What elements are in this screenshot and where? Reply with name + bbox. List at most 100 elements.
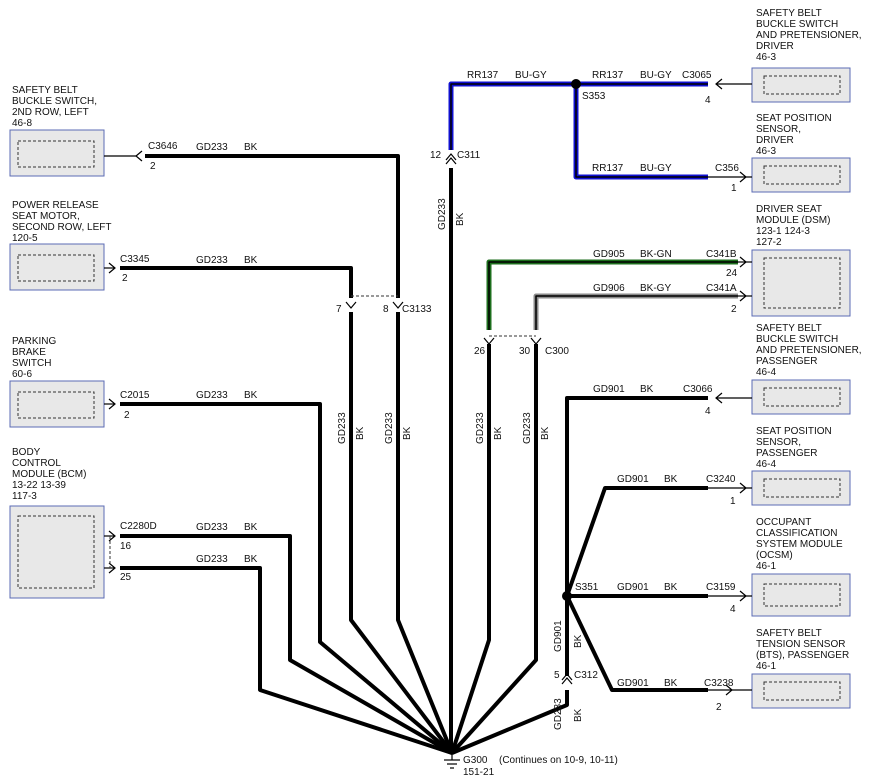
svg-text:GD233: GD233 — [475, 412, 486, 444]
connector-c3240[interactable]: C3240 1 — [706, 474, 752, 507]
svg-text:PASSENGER: PASSENGER — [756, 448, 818, 459]
label-seat-position-sensor-driver: SEAT POSITION SENSOR, DRIVER 46-3 — [756, 113, 832, 157]
connector-c356[interactable]: C356 1 — [708, 163, 752, 194]
connector-c3065-name: C3065 — [682, 70, 712, 81]
box-ocsm — [751, 573, 851, 617]
svg-text:BK: BK — [493, 426, 504, 440]
connector-c356-name: C356 — [715, 163, 739, 174]
svg-text:BK: BK — [244, 554, 258, 565]
box-seat-position-sensor-passenger — [751, 470, 851, 506]
svg-text:BK: BK — [244, 522, 258, 533]
svg-text:GD233: GD233 — [196, 554, 228, 565]
svg-text:SYSTEM MODULE: SYSTEM MODULE — [756, 539, 843, 550]
svg-text:SAFETY BELT: SAFETY BELT — [756, 323, 822, 334]
connector-c311-name: C311 — [457, 150, 481, 161]
svg-text:RR137: RR137 — [592, 70, 624, 81]
svg-text:BK: BK — [664, 474, 678, 485]
svg-text:PASSENGER: PASSENGER — [756, 356, 818, 367]
svg-text:GD901: GD901 — [553, 620, 564, 652]
wire-rr137 — [448, 81, 708, 180]
connector-c3159-name: C3159 — [706, 582, 736, 593]
connector-c3238-pin: 2 — [716, 702, 722, 713]
connector-c311-pin: 12 — [430, 150, 442, 161]
connector-c3159[interactable]: C3159 4 — [706, 582, 752, 615]
svg-text:RR137: RR137 — [467, 70, 499, 81]
svg-text:46-4: 46-4 — [756, 367, 776, 378]
connector-c311[interactable]: C311 12 — [430, 150, 481, 165]
box-sbbs-passenger — [751, 379, 851, 415]
connector-c2280d-name: C2280D — [120, 521, 157, 532]
svg-text:BRAKE: BRAKE — [12, 347, 46, 358]
svg-text:BK: BK — [573, 708, 584, 722]
connector-c341b-name: C341B — [706, 249, 737, 260]
svg-text:SAFETY BELT: SAFETY BELT — [756, 628, 822, 639]
box-parking-brake-switch — [9, 380, 105, 428]
connector-c2015-name: C2015 — [120, 390, 150, 401]
svg-text:TENSION SENSOR: TENSION SENSOR — [756, 639, 845, 650]
svg-text:DRIVER: DRIVER — [756, 41, 794, 52]
connector-c312[interactable]: 5 C312 — [554, 670, 598, 685]
label-seat-position-sensor-passenger: SEAT POSITION SENSOR, PASSENGER 46-4 — [756, 426, 832, 470]
connector-c3133-pin7: 7 — [336, 304, 342, 315]
svg-text:GD233: GD233 — [437, 198, 448, 230]
box-seat-position-sensor-driver — [751, 157, 851, 193]
connector-c2280d[interactable]: C2280D 16 25 — [104, 521, 157, 583]
svg-text:SENSOR,: SENSOR, — [756, 124, 801, 135]
splice-s353-label: S353 — [582, 91, 606, 102]
connector-c3066[interactable]: C3066 4 — [683, 384, 752, 417]
svg-text:46-8: 46-8 — [12, 118, 32, 129]
svg-text:GD901: GD901 — [593, 384, 625, 395]
box-power-release-seat-motor — [9, 243, 105, 291]
box-sbbs-driver — [751, 67, 851, 103]
ground-g300-note: (Continues on 10-9, 10-11) — [499, 755, 618, 766]
connector-c300-name: C300 — [545, 346, 569, 357]
svg-text:PARKING: PARKING — [12, 336, 56, 347]
svg-text:BK: BK — [355, 426, 366, 440]
splice-s351-label: S351 — [575, 582, 599, 593]
connector-c3646-pin: 2 — [150, 161, 156, 172]
connector-c300[interactable]: 26 30 C300 — [474, 335, 569, 357]
svg-text:BK: BK — [664, 678, 678, 689]
svg-text:GD233: GD233 — [522, 412, 533, 444]
connector-c3133-name: C3133 — [402, 304, 432, 315]
connector-c312-name: C312 — [574, 670, 598, 681]
connector-c3238[interactable]: C3238 2 — [704, 678, 752, 713]
connector-c341b[interactable]: C341B 24 — [706, 249, 752, 279]
svg-text:123-1 124-3: 123-1 124-3 — [756, 226, 810, 237]
ground-g300-ref: 151-21 — [463, 767, 495, 778]
svg-text:BODY: BODY — [12, 447, 41, 458]
svg-text:DRIVER SEAT: DRIVER SEAT — [756, 204, 822, 215]
label-body-control-module: BODY CONTROL MODULE (BCM) 13-22 13-39 11… — [12, 447, 86, 502]
label-power-release-seat-motor: POWER RELEASE SEAT MOTOR, SECOND ROW, LE… — [12, 200, 111, 244]
svg-text:OCCUPANT: OCCUPANT — [756, 517, 811, 528]
svg-text:AND PRETENSIONER,: AND PRETENSIONER, — [756, 345, 862, 356]
connector-c2015[interactable]: C2015 2 — [104, 390, 150, 421]
connector-c341a-pin: 2 — [731, 304, 737, 315]
svg-text:DRIVER: DRIVER — [756, 135, 794, 146]
svg-text:GD901: GD901 — [617, 582, 649, 593]
svg-text:BUCKLE SWITCH: BUCKLE SWITCH — [756, 334, 838, 345]
wire-gd233-group — [120, 154, 569, 755]
svg-text:CLASSIFICATION: CLASSIFICATION — [756, 528, 838, 539]
svg-text:GD233: GD233 — [196, 390, 228, 401]
svg-text:GD901: GD901 — [617, 474, 649, 485]
connector-c3345-name: C3345 — [120, 254, 150, 265]
connector-c3345[interactable]: C3345 2 — [104, 254, 150, 284]
connector-c3133[interactable]: 7 8 C3133 — [336, 295, 432, 315]
connector-c341a[interactable]: C341A 2 — [706, 283, 752, 315]
connector-c3345-pin: 2 — [122, 273, 128, 284]
connector-c3646[interactable]: C3646 2 — [104, 141, 178, 172]
connector-c312-pin: 5 — [554, 670, 560, 681]
wire-gd905 — [486, 259, 738, 330]
svg-text:CONTROL: CONTROL — [12, 458, 61, 469]
label-parking-brake-switch: PARKING BRAKE SWITCH 60-6 — [12, 336, 56, 380]
svg-text:127-2: 127-2 — [756, 237, 782, 248]
svg-text:BU-GY: BU-GY — [640, 70, 672, 81]
svg-text:GD233: GD233 — [196, 522, 228, 533]
connector-c3238-name: C3238 — [704, 678, 734, 689]
connector-c356-pin: 1 — [731, 183, 737, 194]
connector-c3065[interactable]: C3065 4 — [682, 70, 752, 106]
svg-text:BK-GY: BK-GY — [640, 283, 671, 294]
svg-text:46-3: 46-3 — [756, 146, 776, 157]
svg-text:BUCKLE SWITCH,: BUCKLE SWITCH, — [12, 96, 97, 107]
